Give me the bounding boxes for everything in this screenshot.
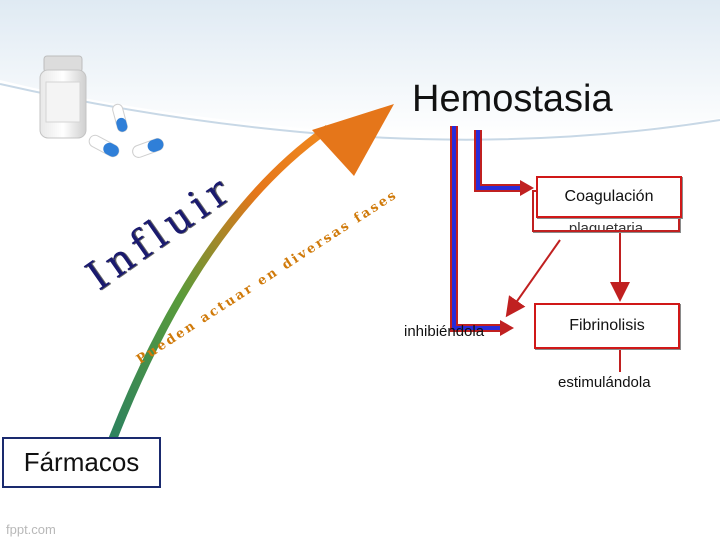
box-fibrinolisis: Fibrinolisis [534,303,680,349]
pill-bottle-icon [39,55,87,139]
fibrinolisis-label: Fibrinolisis [569,317,645,334]
plaquetaria-label: plaquetaria [568,220,644,232]
slide-title: Hemostasia [412,78,613,120]
box-coagulacion: Coagulación [536,176,682,218]
farmacos-label: Fármacos [23,447,140,477]
coagulacion-label: Coagulación [564,188,654,205]
watermark: fppt.com [6,522,56,537]
box-farmacos: Fármacos [2,437,161,488]
inhibiendola-label: inhibiéndola [404,323,485,340]
estimulandola-label: estimulándola [558,374,651,391]
